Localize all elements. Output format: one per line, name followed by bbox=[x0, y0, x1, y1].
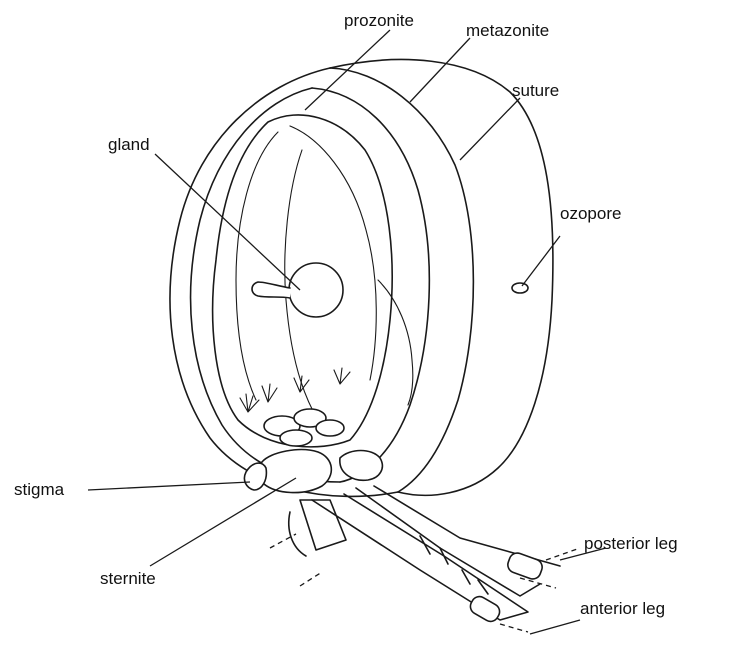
metazonite-outer-wall bbox=[330, 60, 553, 496]
gland bbox=[289, 263, 343, 317]
sternite-leader bbox=[150, 478, 296, 566]
posterior-leg-dash bbox=[546, 548, 580, 560]
label-anterior-leg: anterior leg bbox=[580, 600, 665, 617]
anterior-leg-leader bbox=[530, 620, 580, 634]
stigma-plate bbox=[244, 463, 266, 490]
legs bbox=[289, 486, 560, 624]
label-gland: gland bbox=[108, 136, 150, 153]
label-prozonite: prozonite bbox=[344, 12, 414, 29]
gland-duct bbox=[252, 282, 290, 298]
sternite-right-lobe bbox=[340, 451, 383, 481]
label-ozopore: ozopore bbox=[560, 205, 621, 222]
cavity-bodies bbox=[264, 409, 344, 446]
label-metazonite: metazonite bbox=[466, 22, 549, 39]
stigma-leader bbox=[88, 482, 250, 490]
anterior-leg-dash bbox=[520, 578, 556, 588]
label-sternite: sternite bbox=[100, 570, 156, 587]
sternite-plate bbox=[258, 450, 332, 493]
label-posterior-leg: posterior leg bbox=[584, 535, 678, 552]
label-stigma: stigma bbox=[14, 481, 64, 498]
leg-cut-dash-2 bbox=[300, 572, 322, 586]
ozopore bbox=[512, 283, 528, 293]
gland-leader bbox=[155, 154, 300, 290]
inner-fold-left bbox=[236, 132, 278, 400]
anterior-leg-dash-2 bbox=[500, 624, 528, 632]
label-suture: suture bbox=[512, 82, 559, 99]
setae-tufts bbox=[240, 368, 350, 412]
